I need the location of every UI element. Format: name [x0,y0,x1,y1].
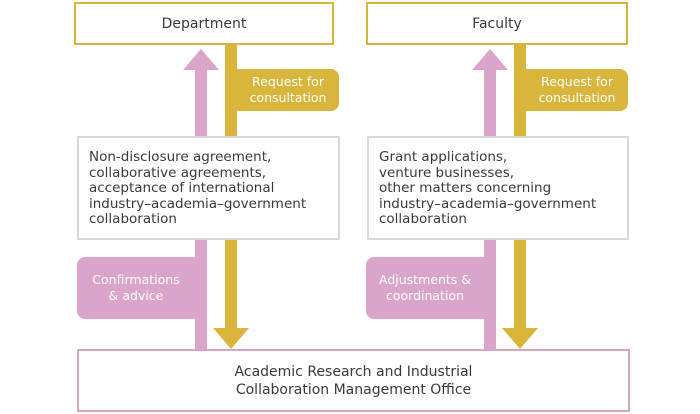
left-topic-line-2: collaborative agreements, [89,164,267,181]
right-topic-line-3: other matters concerning [379,180,552,196]
left-topic-line-5: collaboration [89,211,177,227]
right-request-label: Request for consultation [526,69,628,111]
department-label: Department [161,15,247,32]
faculty-box: Faculty [366,2,628,45]
right-up-arrowhead [472,49,508,70]
right-request-line-2: consultation [538,90,616,105]
management-office-box: Academic Research and Industrial Collabo… [77,349,630,412]
left-topic-line-1: Non-disclosure agreement, [89,149,272,165]
right-topic-line-4: industry–academia–government [379,195,597,212]
right-topic-line-2: venture businesses, [379,164,515,181]
left-request-line-2: consultation [249,90,327,105]
right-response-label: Adjustments & coordination [366,257,484,319]
right-topics-box: Grant applications, venture businesses, … [367,136,629,240]
left-request-label: Request for consultation [237,69,339,111]
left-up-arrowhead [183,49,219,70]
left-request-line-1: Request for [252,74,324,89]
left-response-label: Confirmations & advice [77,257,195,319]
right-topic-line-1: Grant applications, [379,149,508,165]
left-topic-line-3: acceptance of international [89,180,275,196]
left-topics-box: Non-disclosure agreement, collaborative … [77,136,340,240]
right-response-line-1: Adjustments & [379,272,471,287]
right-down-arrowhead [502,328,538,349]
right-request-line-1: Request for [541,74,613,89]
office-line-1: Academic Research and Industrial [234,363,473,380]
faculty-label: Faculty [472,15,522,32]
office-line-2: Collaboration Management Office [235,381,472,398]
left-response-line-2: & advice [108,288,164,303]
right-response-line-2: coordination [385,288,465,303]
left-topic-line-4: industry–academia–government [89,195,307,212]
left-response-line-1: Confirmations [92,272,180,287]
left-down-arrowhead [213,328,249,349]
department-box: Department [74,2,334,45]
right-topic-line-5: collaboration [379,211,467,227]
